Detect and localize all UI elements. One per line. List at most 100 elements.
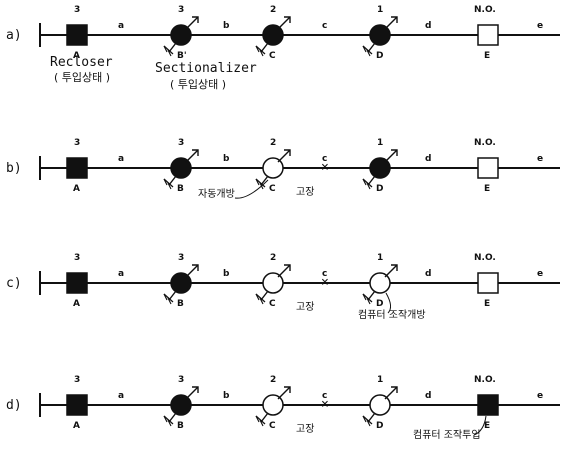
control-arrow <box>185 264 199 278</box>
node-letter: D <box>376 51 384 61</box>
node-E <box>477 157 499 179</box>
annotation-fault: 고장 <box>296 302 315 313</box>
control-arrowhead <box>391 149 398 156</box>
node-letter: A <box>73 421 80 431</box>
node-number: 3 <box>74 253 81 263</box>
comb-tooth <box>167 419 172 427</box>
sectionalizer-symbol <box>170 272 192 294</box>
row-label: b) <box>6 161 22 176</box>
node-number: 2 <box>270 138 277 148</box>
node-A <box>66 272 88 294</box>
control-arrow <box>384 386 398 400</box>
comb-tooth <box>362 293 367 301</box>
node-B <box>163 16 199 57</box>
segment-label: a <box>118 391 125 401</box>
segment-label: c <box>322 269 328 279</box>
comb-tooth <box>259 49 264 57</box>
segment-label: e <box>537 269 544 279</box>
node-E <box>477 272 499 294</box>
node-number: 3 <box>178 375 185 385</box>
comb-tooth <box>362 415 367 423</box>
sectionalizer-symbol <box>369 157 391 179</box>
node-letter: B <box>177 184 184 194</box>
comb-tooth <box>255 178 260 186</box>
node-number: N.O. <box>474 5 496 15</box>
comb-stem <box>260 412 269 423</box>
comb-stem <box>260 175 269 186</box>
node-E <box>477 24 499 46</box>
sectionalizer-symbol <box>262 272 284 294</box>
node-letter: A <box>73 184 80 194</box>
fault-marker: × <box>321 160 329 175</box>
sectionalizer-symbol <box>170 24 192 46</box>
recloser-symbol <box>66 272 88 294</box>
control-arrow <box>384 149 398 163</box>
row-label: a) <box>6 28 22 43</box>
control-arrowhead <box>284 149 291 156</box>
comb-tooth <box>167 182 172 190</box>
comb-tooth <box>366 297 371 305</box>
comb-tooth <box>255 45 260 53</box>
node-D <box>362 264 398 305</box>
control-arrowhead <box>284 386 291 393</box>
control-arrow <box>277 149 291 163</box>
segment-label: c <box>322 154 328 164</box>
node-number: N.O. <box>474 375 496 385</box>
row-2 <box>39 149 560 199</box>
segment-label: a <box>118 269 125 279</box>
node-letter: E <box>484 299 491 309</box>
segment-label: d <box>425 391 432 401</box>
node-letter: C <box>269 299 276 309</box>
node-letter: B' <box>177 51 187 61</box>
node-C <box>255 264 291 305</box>
segment-label: a <box>118 21 125 31</box>
comb-tooth <box>167 49 172 57</box>
segment-label: e <box>537 391 544 401</box>
node-letter: D <box>376 184 384 194</box>
node-C <box>255 149 291 190</box>
control-arrow <box>185 16 199 30</box>
node-number: 3 <box>178 5 185 15</box>
annotation-switch: 컴퓨터 조작개방 <box>358 310 426 321</box>
fault-marker: × <box>321 397 329 412</box>
row-label: d) <box>6 398 22 413</box>
node-E <box>477 394 499 416</box>
comb-tooth <box>362 178 367 186</box>
tie-switch-symbol <box>477 272 499 294</box>
node-number: 3 <box>74 375 81 385</box>
tie-switch-symbol <box>477 157 499 179</box>
control-arrow <box>185 386 199 400</box>
node-letter: D <box>376 299 384 309</box>
comb-tooth <box>366 49 371 57</box>
tie-switch-symbol <box>477 24 499 46</box>
sectionalizer-symbol <box>170 157 192 179</box>
segment-label: d <box>425 269 432 279</box>
segment-label: e <box>537 154 544 164</box>
annotation-switch: 컴퓨터 조작투입 <box>413 430 481 441</box>
tie-switch-symbol <box>477 394 499 416</box>
control-arrowhead <box>284 16 291 23</box>
node-C <box>255 386 291 427</box>
sectionalizer-symbol <box>369 24 391 46</box>
comb-stem <box>367 42 376 53</box>
comb-stem <box>260 290 269 301</box>
recloser-symbol <box>66 394 88 416</box>
recloser-symbol <box>66 24 88 46</box>
node-number: 1 <box>377 375 384 385</box>
comb-tooth <box>255 415 260 423</box>
comb-stem <box>367 290 376 301</box>
segment-label: b <box>223 21 230 31</box>
node-B <box>163 149 199 190</box>
leader-line <box>385 292 392 314</box>
comb-tooth <box>362 45 367 53</box>
node-letter: B <box>177 421 184 431</box>
comb-tooth <box>163 45 168 53</box>
comb-stem <box>260 42 269 53</box>
control-arrow <box>277 386 291 400</box>
node-B <box>163 386 199 427</box>
comb-stem <box>367 175 376 186</box>
node-letter: A <box>73 51 80 61</box>
comb-tooth <box>163 293 168 301</box>
sectionalizer-symbol <box>262 24 284 46</box>
